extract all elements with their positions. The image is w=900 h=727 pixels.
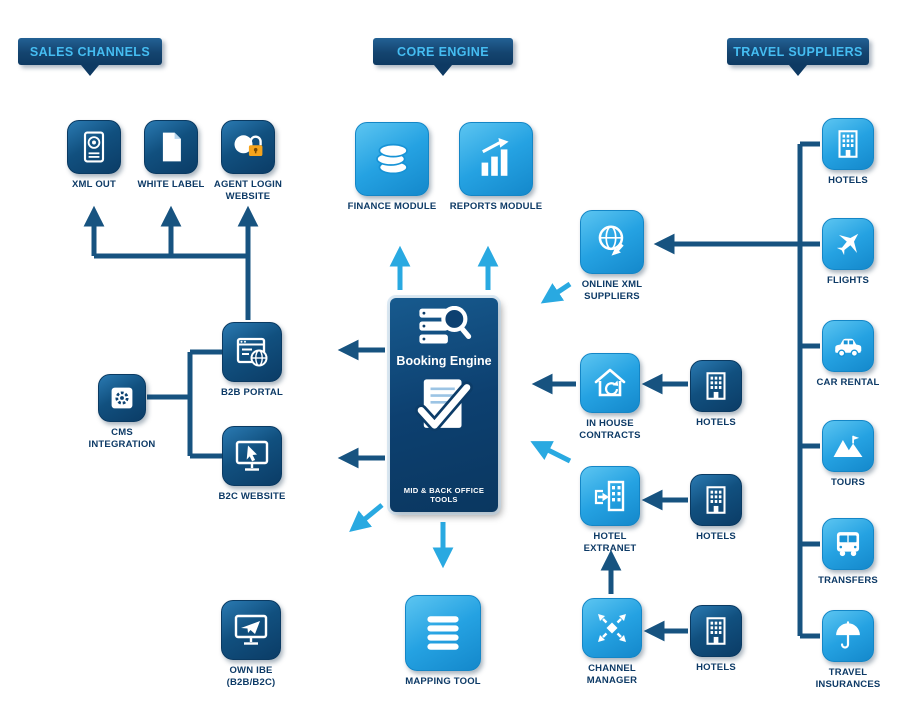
- banner-sales-channels: SALES CHANNELS: [18, 38, 162, 76]
- gear-icon: [98, 374, 146, 422]
- monitor-plane-icon: [221, 600, 281, 660]
- node-online-xml-suppliers: ONLINE XML SUPPLIERS: [572, 210, 652, 304]
- building-entry-arrow-icon: [580, 466, 640, 526]
- blank-page-icon: [144, 120, 198, 174]
- node-label: REPORTS MODULE: [449, 201, 543, 212]
- node-label: HOTELS: [696, 417, 736, 428]
- hotel-building-icon: [822, 118, 874, 170]
- mountains-flag-icon: [822, 420, 874, 472]
- node-booking-engine: Booking Engine MID & BACK OFFICE TOOLS: [390, 298, 498, 512]
- node-label: MAPPING TOOL: [405, 676, 481, 687]
- node-label: IN HOUSE CONTRACTS: [579, 418, 641, 442]
- node-cms-integration: CMS INTEGRATION: [87, 374, 157, 452]
- node-label: B2B PORTAL: [221, 387, 283, 398]
- node-label: ONLINE XML SUPPLIERS: [581, 279, 643, 303]
- banner-core-engine: CORE ENGINE: [373, 38, 513, 76]
- node-in-house-contracts: IN HOUSE CONTRACTS: [570, 353, 650, 443]
- globe-arrow-icon: [580, 210, 644, 274]
- node-label: AGENT LOGIN WEBSITE: [213, 179, 283, 203]
- node-label: XML OUT: [72, 179, 116, 190]
- booking-engine-caption: MID & BACK OFFICE TOOLS: [403, 486, 485, 504]
- arrow-extranet-to-engine: [530, 441, 572, 464]
- node-mapping-tool: MAPPING TOOL: [393, 595, 493, 688]
- browser-globe-icon: [222, 322, 282, 382]
- banner-core-engine-label: CORE ENGINE: [397, 44, 489, 59]
- node-transfers: TRANSFERS: [808, 518, 888, 587]
- node-label: FLIGHTS: [826, 275, 870, 286]
- node-label: CHANNEL MANAGER: [586, 663, 638, 687]
- node-label: WHITE LABEL: [137, 179, 205, 190]
- node-channel-manager: CHANNEL MANAGER: [580, 598, 644, 688]
- node-label: TRAVEL INSURANCES: [815, 667, 881, 691]
- node-b2b-portal: B2B PORTAL: [202, 322, 302, 399]
- node-label: HOTELS: [696, 531, 736, 542]
- node-label: HOTEL EXTRANET: [583, 531, 637, 555]
- node-travel-insurances: TRAVEL INSURANCES: [808, 610, 888, 692]
- arrow-engine-to-ownibe: [349, 503, 384, 532]
- database-coins-icon: [355, 122, 429, 196]
- list-bars-icon: [405, 595, 481, 671]
- node-label: OWN IBE (B2B/B2C): [226, 665, 276, 689]
- node-own-ibe: OWN IBE (B2B/B2C): [211, 600, 291, 690]
- node-label: CAR RENTAL: [816, 377, 880, 388]
- banner-travel-suppliers: TRAVEL SUPPLIERS: [727, 38, 869, 76]
- node-label: TOURS: [830, 477, 866, 488]
- node-tours: TOURS: [808, 420, 888, 489]
- node-flights: FLIGHTS: [808, 218, 888, 287]
- node-hotels-extranet: HOTELS: [676, 474, 756, 543]
- banner-sales-channels-label: SALES CHANNELS: [29, 44, 151, 59]
- banner-travel-suppliers-label: TRAVEL SUPPLIERS: [733, 44, 863, 59]
- node-reports-module: REPORTS MODULE: [446, 122, 546, 213]
- booking-engine-title: Booking Engine: [396, 354, 492, 368]
- node-xml-out: XML OUT: [44, 120, 144, 191]
- node-car-rental: CAR RENTAL: [808, 320, 888, 389]
- airplane-icon: [822, 218, 874, 270]
- node-hotels-supplier: HOTELS: [808, 118, 888, 187]
- monitor-cursor-icon: [222, 426, 282, 486]
- passport-document-icon: [67, 120, 121, 174]
- node-white-label: WHITE LABEL: [121, 120, 221, 191]
- document-check-icon: [415, 379, 473, 432]
- node-agent-login-website: AGENT LOGIN WEBSITE: [205, 120, 291, 204]
- node-hotels-inhouse: HOTELS: [676, 360, 756, 429]
- hotel-building-icon: [690, 474, 742, 526]
- node-label: CMS INTEGRATION: [88, 427, 156, 451]
- umbrella-icon: [822, 610, 874, 662]
- network-arrows-icon: [582, 598, 642, 658]
- hotel-building-icon: [690, 360, 742, 412]
- house-refresh-icon: [580, 353, 640, 413]
- node-hotels-channel: HOTELS: [676, 605, 756, 674]
- node-label: FINANCE MODULE: [347, 201, 437, 212]
- bar-chart-icon: [459, 122, 533, 196]
- node-label: HOTELS: [696, 662, 736, 673]
- padlock-icon: [221, 120, 275, 174]
- node-b2c-website: B2C WEBSITE: [202, 426, 302, 503]
- bus-icon: [822, 518, 874, 570]
- node-label: B2C WEBSITE: [218, 491, 286, 502]
- node-label: HOTELS: [828, 175, 868, 186]
- hotel-building-icon: [690, 605, 742, 657]
- node-label: TRANSFERS: [818, 575, 878, 586]
- node-finance-module: FINANCE MODULE: [342, 122, 442, 213]
- car-icon: [822, 320, 874, 372]
- node-hotel-extranet: HOTEL EXTRANET: [578, 466, 642, 556]
- arrow-onlinexml-to-engine: [540, 281, 572, 304]
- server-search-icon: [419, 306, 472, 344]
